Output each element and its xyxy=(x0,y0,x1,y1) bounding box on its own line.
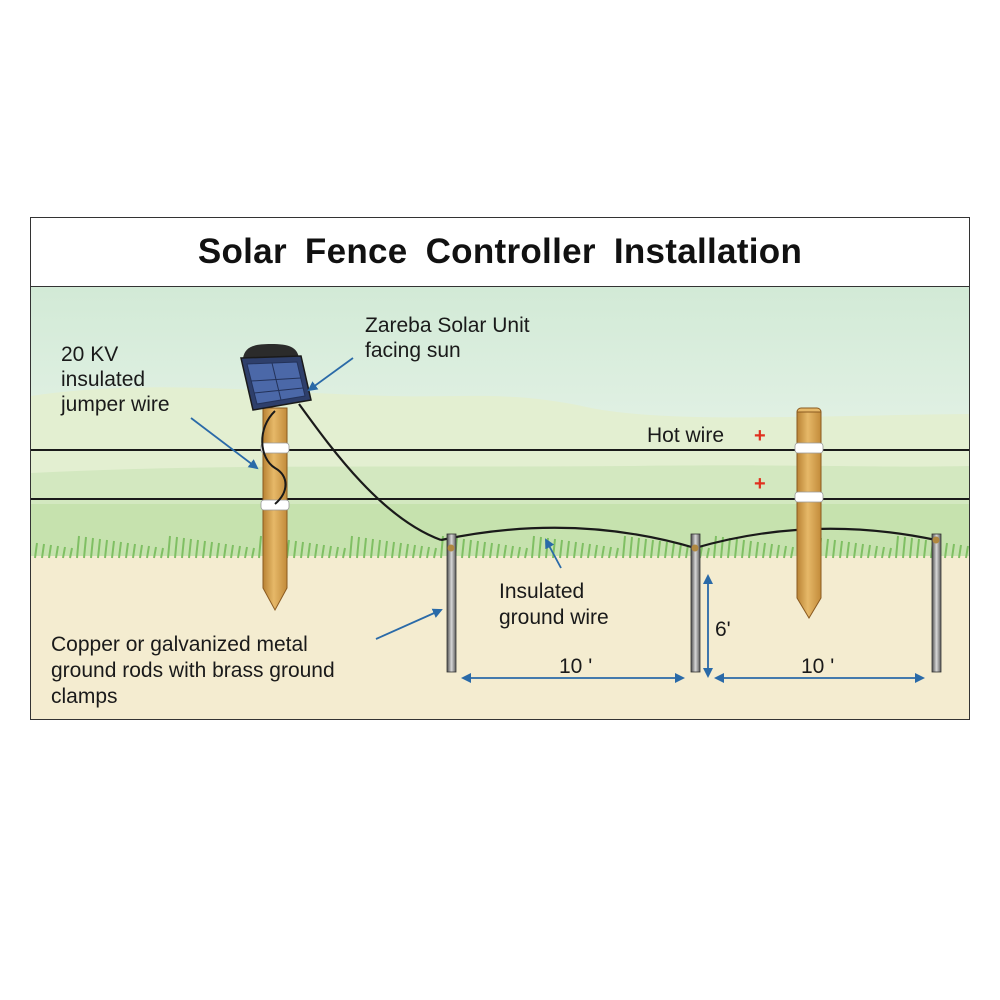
spacing-label-1: 10 ' xyxy=(559,655,592,678)
diagram-frame: 20 KV insulated jumper wire Zareba Solar… xyxy=(30,217,970,720)
jumper-wire-arrow xyxy=(190,417,259,470)
jumper-wire-label: 20 KV insulated jumper wire xyxy=(60,343,170,416)
ground-wire-label: Insulated ground wire xyxy=(499,580,609,629)
ground-rod-icon xyxy=(446,533,457,673)
fence-post-icon xyxy=(794,407,824,619)
solar-unit-arrow xyxy=(307,357,354,392)
hot-wire-plus-upper: + xyxy=(754,425,766,447)
ground-rods-label: Copper or galvanized metal ground rods w… xyxy=(51,633,341,708)
jumper-wire xyxy=(261,410,287,505)
ground-rod-icon xyxy=(690,533,701,673)
ground-wire-arrow xyxy=(545,538,562,569)
ground-rods-arrow xyxy=(375,608,443,640)
solar-unit-label: Zareba Solar Unit facing sun xyxy=(365,314,535,362)
hot-wire-plus-lower: + xyxy=(754,473,766,495)
hot-wire-label: Hot wire xyxy=(647,424,724,447)
diagram-title: Solar Fence Controller Installation xyxy=(197,232,803,271)
ground-wire-feed xyxy=(298,403,442,542)
spacing-label-2: 10 ' xyxy=(801,655,834,678)
rod-depth-label: 6' xyxy=(715,618,731,641)
solar-panel-icon xyxy=(240,344,312,411)
fence-post-icon xyxy=(260,407,290,612)
title-bar: Solar Fence Controller Installation xyxy=(31,218,969,287)
diagram-scene: 20 KV insulated jumper wire Zareba Solar… xyxy=(31,286,969,719)
ground-rod-icon xyxy=(931,533,942,673)
ground-wire-span-1 xyxy=(440,526,696,550)
